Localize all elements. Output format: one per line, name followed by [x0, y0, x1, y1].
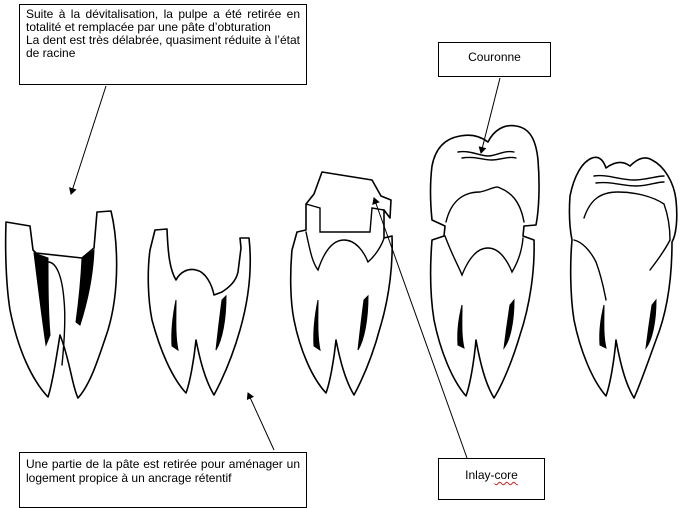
tooth-1-devitalized: [4, 210, 118, 399]
label-inlay-suffix: core: [494, 468, 518, 482]
filling-paste-right: [75, 249, 95, 326]
tooth-2-prepared: [147, 228, 252, 396]
filling-paste-left: [33, 252, 51, 347]
annotation-devitalization-text: Suite à la dévitalisation, la pulpe a ét…: [26, 7, 300, 34]
label-box-inlay-core: Inlay-core: [438, 458, 545, 500]
annotation-box-paste-removal: Une partie de la pâte est retirée pour a…: [19, 452, 307, 508]
label-couronne: Couronne: [468, 50, 521, 64]
arrow-inlay-to-core: [372, 197, 468, 459]
annotation-decay-text: La dent est très délabrée, quasiment réd…: [26, 33, 300, 60]
tooth-5-final: [568, 156, 678, 399]
annotation-paste-removal-text: Une partie de la pâte est retirée pour a…: [26, 457, 300, 485]
tooth-3-inlay-core: [289, 171, 393, 396]
arrow-top-to-tooth1: [69, 85, 107, 195]
label-box-couronne: Couronne: [438, 42, 551, 77]
arrow-bottom-to-tooth2: [246, 392, 275, 451]
tooth-4-crowned: [429, 124, 540, 399]
annotation-box-devitalization: Suite à la dévitalisation, la pulpe a ét…: [19, 4, 307, 85]
arrow-couronne-to-crown: [478, 77, 501, 154]
label-inlay-prefix: Inlay-: [465, 468, 495, 482]
